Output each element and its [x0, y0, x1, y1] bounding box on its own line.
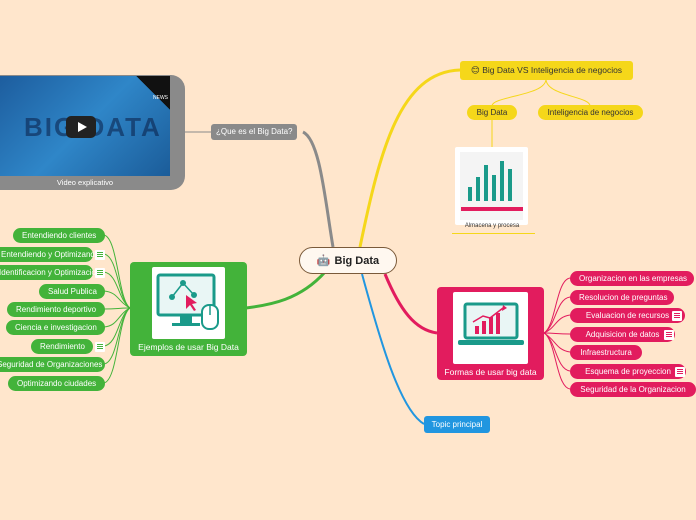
yellow-child-inteligencia[interactable]: Inteligencia de negocios: [538, 105, 643, 120]
connector-pink: [383, 273, 438, 335]
note-icon[interactable]: [664, 330, 674, 340]
connector-gray: [302, 130, 335, 248]
blue-branch-title[interactable]: Topic principal: [424, 416, 490, 433]
green-item-5[interactable]: Rendimiento deportivo: [7, 302, 105, 317]
pink-item-4[interactable]: Adquisicion de datos: [570, 327, 675, 342]
green-item-7[interactable]: Rendimiento: [31, 339, 93, 354]
green-item-8[interactable]: Seguridad de Organizaciones: [0, 357, 105, 372]
chart-image: [455, 147, 528, 225]
laptop-chart-icon: [453, 292, 528, 364]
play-icon[interactable]: [66, 116, 96, 138]
pink-item-6[interactable]: Esquema de proyeccion: [570, 364, 686, 379]
yellow-branch-title[interactable]: 😊 Big Data VS Inteligencia de negocios: [460, 61, 633, 80]
monitor-icon: [152, 267, 225, 339]
note-icon[interactable]: [675, 367, 685, 377]
connector-yellow-child-1: [491, 78, 547, 107]
connector-yellow: [358, 68, 461, 248]
pink-branch-label: Formas de usar big data: [444, 367, 537, 377]
bar-chart-icon: [460, 152, 523, 220]
green-item-9[interactable]: Optimizando ciudades: [8, 376, 105, 391]
note-icon[interactable]: [95, 342, 105, 352]
emoji-icon: 😊: [470, 65, 480, 75]
news-badge-text: NEWS: [153, 95, 168, 101]
note-icon[interactable]: [95, 250, 105, 260]
note-icon[interactable]: [672, 311, 682, 321]
pink-item-1[interactable]: Organizacion en las empresas: [570, 271, 694, 286]
green-item-4[interactable]: Salud Publica: [39, 284, 105, 299]
chart-caption: Almacena y procesa: [464, 223, 520, 229]
green-item-2[interactable]: Entendiendo y Optimizando: [0, 247, 99, 262]
robot-icon: 🤖: [316, 255, 331, 267]
pink-item-3[interactable]: Evaluacion de recursos: [570, 308, 685, 323]
green-item-3[interactable]: Identificacion y Optimizacion: [0, 265, 100, 280]
connector-green: [245, 271, 327, 310]
gray-branch-title[interactable]: ¿Que es el Big Data?: [211, 124, 298, 140]
video-caption: Video explicativo: [56, 178, 114, 187]
chart-underline: [452, 233, 535, 234]
connector-blue: [361, 273, 425, 425]
pink-branch-title[interactable]: Formas de usar big data: [437, 287, 544, 380]
green-branch-title[interactable]: Ejemplos de usar Big Data: [130, 262, 247, 356]
pink-item-7[interactable]: Seguridad de la Organizacion: [570, 382, 696, 397]
pink-item-2[interactable]: Resolucion de preguntas: [570, 290, 674, 305]
yellow-child-big-data[interactable]: Big Data: [467, 105, 517, 120]
pink-item-5[interactable]: Infraestructura: [570, 345, 642, 360]
green-item-1[interactable]: Entendiendo clientes: [13, 228, 105, 243]
note-icon[interactable]: [95, 268, 105, 278]
root-label: Big Data: [334, 254, 380, 267]
green-branch-label: Ejemplos de usar Big Data: [138, 342, 239, 352]
connector-pink-children: [543, 277, 571, 390]
yellow-branch-title-label: Big Data VS Inteligencia de negocios: [482, 65, 623, 75]
root-node[interactable]: 🤖 Big Data: [299, 247, 397, 274]
video-thumbnail[interactable]: BIG DATA NEWS: [0, 76, 170, 176]
connector-yellow-child-2: [545, 78, 591, 107]
green-item-6[interactable]: Ciencia e investigacion: [6, 320, 105, 335]
news-badge-icon: [136, 76, 170, 110]
connector-green-children: [103, 234, 131, 384]
